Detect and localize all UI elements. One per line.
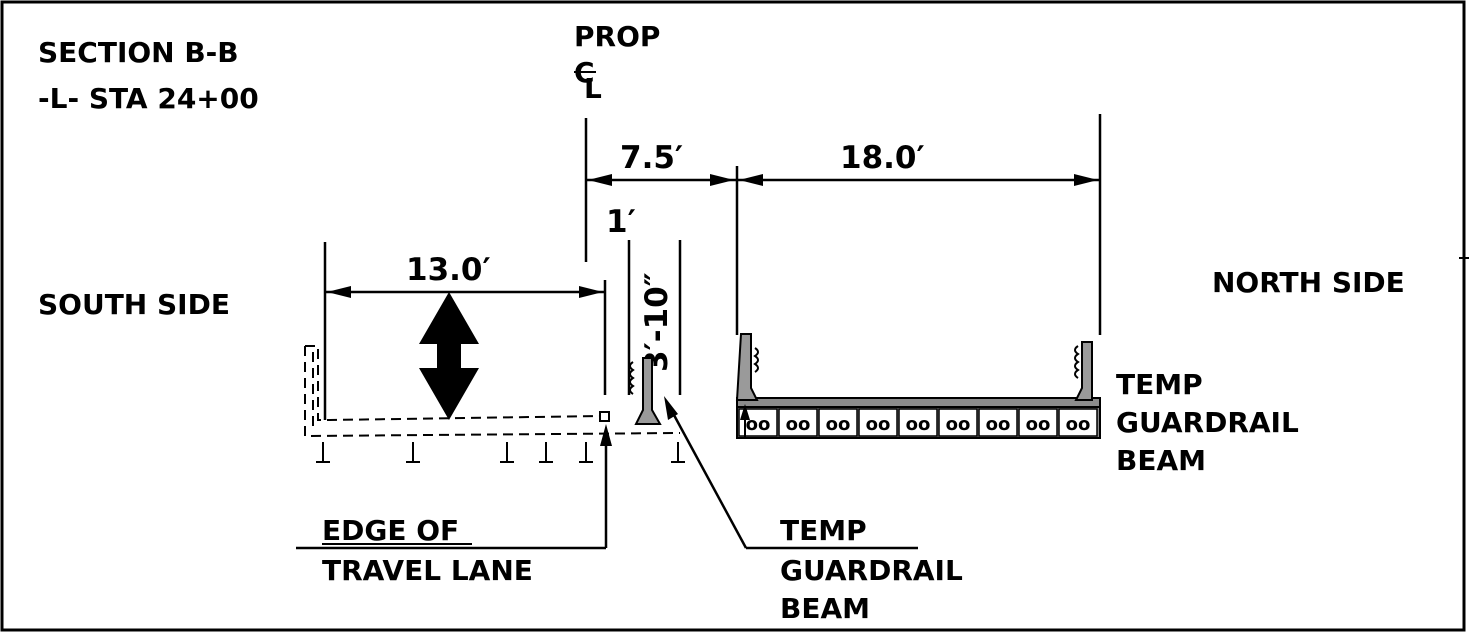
dim-offset-arrow-left	[588, 174, 612, 186]
girders-left	[316, 442, 685, 463]
dim-left-arrow-left	[327, 286, 351, 298]
centerline-prop: PROP	[574, 20, 660, 53]
dim-right-label: 18.0′	[840, 140, 925, 176]
section-title: SECTION B-B	[38, 36, 239, 69]
beam-arrow-icon	[740, 404, 750, 420]
temp-right-line1: TEMP	[1116, 368, 1203, 401]
dim-offset-arrow-right	[710, 174, 734, 186]
temp-leader-diagonal	[666, 403, 748, 549]
deck-cell-symbol: oo	[1066, 414, 1091, 435]
deck-cell-symbol: oo	[746, 414, 771, 435]
deck-cell	[898, 408, 938, 437]
deck-cell-symbol: oo	[1026, 414, 1051, 435]
dim-offset-label: 7.5′	[620, 140, 683, 176]
section-station: -L- STA 24+00	[38, 82, 259, 115]
edge-leader-arrow	[600, 424, 612, 446]
temp-left-line3: BEAM	[780, 592, 870, 625]
deck-cell-symbol: oo	[866, 414, 891, 435]
dim-left-arrow-right	[579, 286, 603, 298]
temp-guardrail-left	[629, 357, 662, 425]
centerline-sub: L	[584, 72, 602, 105]
temp-right-line2: GUARDRAIL	[1116, 406, 1299, 439]
temp-leader-arrow	[664, 396, 678, 420]
existing-deck-dashed	[304, 345, 681, 438]
deck-cell-symbol: oo	[906, 414, 931, 435]
deck-cell-symbol: oo	[986, 414, 1011, 435]
deck-cell-symbol: oo	[826, 414, 851, 435]
temp-guardrail-north-left	[735, 333, 759, 401]
edge-label-line1: EDGE OF	[322, 514, 459, 547]
deck-cell-symbol: oo	[946, 414, 971, 435]
double-arrow-icon	[419, 292, 479, 420]
deck-cell-symbol: oo	[786, 414, 811, 435]
dim-height-label: 3′-10″	[639, 272, 675, 372]
temp-left-line2: GUARDRAIL	[780, 554, 963, 587]
temp-left-line1: TEMP	[780, 514, 867, 547]
edge-marker	[599, 411, 610, 422]
deck-cell	[1058, 408, 1098, 437]
north-side-label: NORTH SIDE	[1212, 266, 1405, 299]
south-side-label: SOUTH SIDE	[38, 288, 230, 321]
dim-gap-label: 1′	[606, 204, 636, 240]
temp-right-line3: BEAM	[1116, 444, 1206, 477]
deck-cell	[938, 408, 978, 437]
dim-right-arrow-left	[739, 174, 763, 186]
temp-guardrail-north-right	[1074, 341, 1093, 401]
deck-cell	[778, 408, 818, 437]
deck-cell	[978, 408, 1018, 437]
edge-label-line2: TRAVEL LANE	[322, 554, 533, 587]
deck-cell	[818, 408, 858, 437]
dim-right-arrow-right	[1074, 174, 1098, 186]
deck-cell	[858, 408, 898, 437]
dim-left-label: 13.0′	[406, 252, 491, 288]
deck-cell	[1018, 408, 1058, 437]
